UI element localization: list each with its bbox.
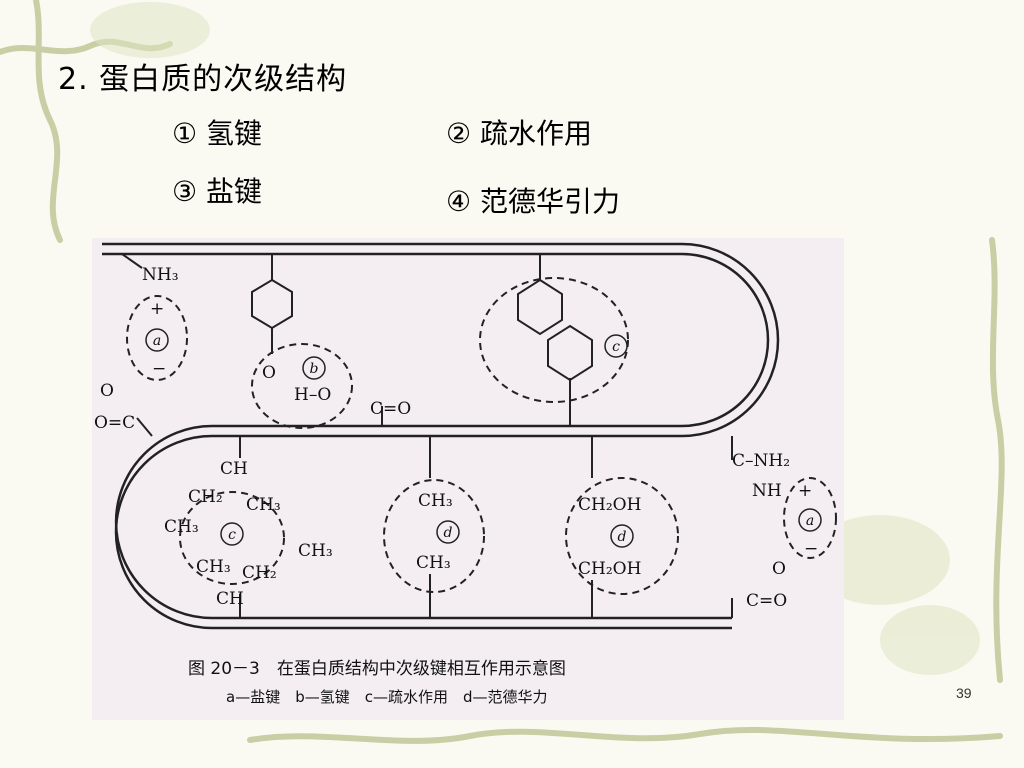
diagram-svg: a b c c d d a NH₃ + − O O=C O H–O C=O CH… [94,242,837,706]
label-ch3-vdw-bottom: CH₃ [416,553,451,573]
label-plus-right: + [798,481,812,501]
label-ch3-left: CH₃ [164,517,199,537]
label-ch3-right: CH₃ [246,495,281,515]
label-ch-bottom: CH [216,589,244,609]
label-o-phenol: O [262,363,276,383]
label-o-right: O [772,559,786,579]
phenol-ring [251,278,293,330]
label-c-o-bottom: C=O [746,591,787,611]
bullet-hydrogen-bond: ① 氢键 [172,117,263,150]
polypeptide-backbone [102,242,780,630]
bullet-salt-bond: ③ 盐键 [172,175,263,208]
label-a-salt-bond-top: a [153,333,161,349]
label-nh3: NH₃ [142,265,179,285]
label-c-nh2: C–NH₂ [732,451,790,471]
label-ch2-diag: CH₂ [242,563,277,583]
label-c-hydrophobic-bottom: c [228,527,236,543]
figure-caption: 图 20－3 在蛋白质结构中次级键相互作用示意图 [188,659,566,679]
label-d-vdw-right: d [618,529,627,545]
label-ch2oh-bottom: CH₂OH [578,559,641,579]
label-a-salt-bond-right: a [806,513,814,529]
phenyl-ring-top [517,278,563,336]
label-ch-top: CH [220,459,248,479]
label-c-hydrophobic-top: c [612,339,620,355]
label-plus-top: + [150,299,164,319]
figure-legend: a—盐键 b—氢键 c—疏水作用 d—范德华力 [226,688,547,706]
label-oc: O=C [94,413,135,433]
label-minus-right: − [804,539,818,559]
label-b-hydrogen-bond: b [310,361,319,377]
label-c-o-top: C=O [370,399,411,419]
phenyl-ring-bottom [547,324,593,382]
bullet-hydrophobic: ② 疏水作用 [446,117,593,150]
label-o-top-left: O [100,381,114,401]
page-number: 39 [956,685,972,701]
label-ch3-vdw-top: CH₃ [418,491,453,511]
interaction-circles [126,277,837,595]
side-chain-stems [121,253,733,618]
label-minus-top: − [152,359,166,379]
label-h-o: H–O [294,385,331,405]
label-ch2oh-top: CH₂OH [578,495,641,515]
label-ch3-diag: CH₃ [298,541,333,561]
protein-bond-diagram: a b c c d d a NH₃ + − O O=C O H–O C=O CH… [92,238,844,720]
label-nh: NH [752,481,782,501]
label-ch3-low: CH₃ [196,557,231,577]
label-d-vdw-left: d [444,525,453,541]
label-ch2-left: CH₂ [188,487,223,507]
slide-title: 2. 蛋白质的次级结构 [58,62,348,97]
bullet-van-der-waals: ④ 范德华引力 [446,185,621,218]
